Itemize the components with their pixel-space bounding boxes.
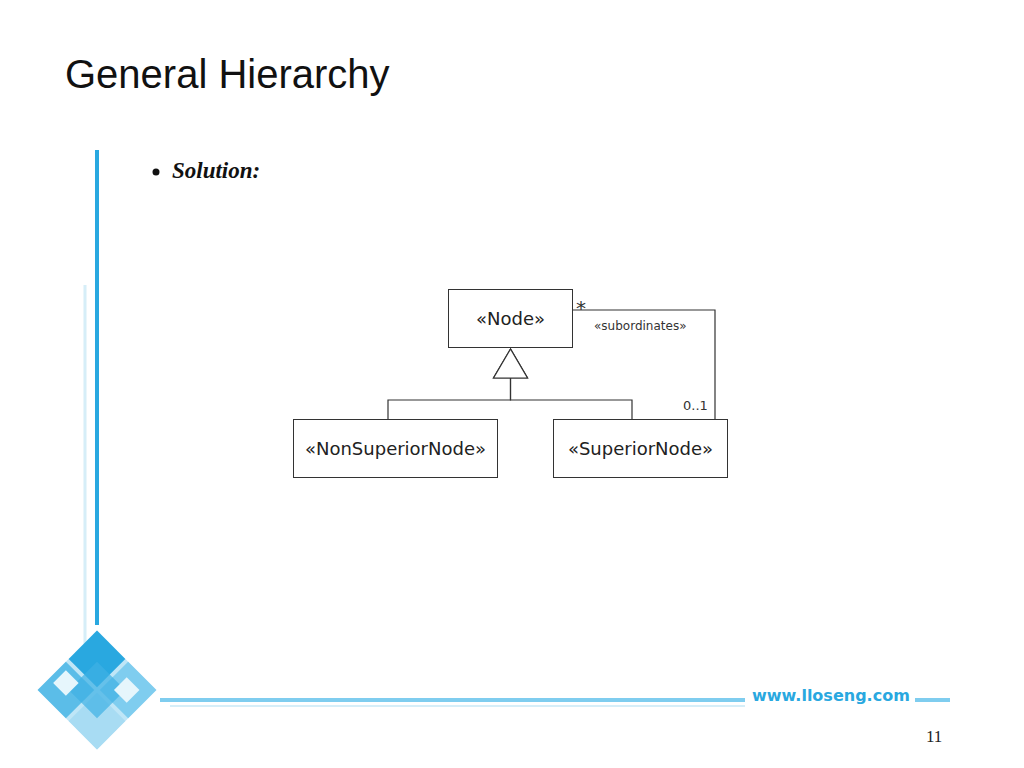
class-box: «SuperiorNode»	[553, 419, 728, 478]
footer-line	[915, 698, 950, 702]
stereotype-label: «subordinates»	[594, 319, 686, 333]
page-number: 11	[926, 727, 942, 747]
class-box: «Node»	[448, 289, 573, 348]
generalization-line	[494, 349, 633, 419]
footer-url: www.lloseng.com	[752, 686, 910, 705]
accent-line	[95, 150, 99, 625]
slide-title: General Hierarchy	[65, 52, 390, 97]
footer-line	[170, 705, 745, 707]
multiplicity: 0..1	[683, 398, 708, 413]
bullet	[153, 169, 160, 176]
class-name: «Node»	[476, 308, 545, 329]
class-name: «SuperiorNode»	[568, 438, 713, 459]
logo-diamond	[38, 631, 157, 750]
accent-line	[84, 285, 87, 650]
class-box: «NonSuperiorNode»	[293, 419, 498, 478]
class-name: «NonSuperiorNode»	[305, 438, 486, 459]
bullet-text: Solution:	[172, 158, 260, 184]
footer-line	[160, 698, 745, 702]
association-line	[573, 310, 715, 419]
multiplicity: *	[576, 296, 586, 320]
generalization-line	[388, 349, 528, 419]
